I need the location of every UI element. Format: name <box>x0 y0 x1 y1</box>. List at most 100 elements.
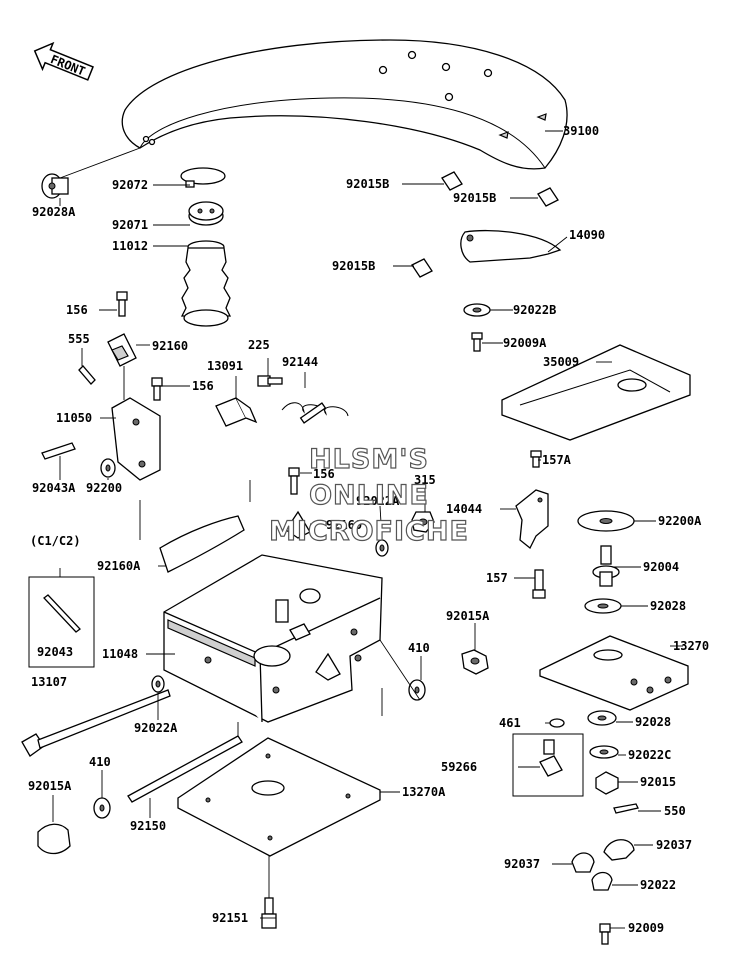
label-92037-a: 92037 <box>656 838 692 852</box>
part-92037-a <box>603 839 635 861</box>
label-410-b: 410 <box>89 755 111 769</box>
label-13270A: 13270A <box>402 785 446 799</box>
label-92009A: 92009A <box>503 336 547 350</box>
label-92071: 92071 <box>112 218 148 232</box>
label-92015: 92015 <box>640 775 676 789</box>
label-555: 555 <box>68 332 90 346</box>
label-11048: 11048 <box>102 647 138 661</box>
part-labels: 39100 92028A 92072 92071 11012 156 92015… <box>28 124 709 935</box>
part-92015A-nut-mid <box>461 649 489 675</box>
part-11012 <box>180 240 232 327</box>
part-92144 <box>281 402 349 424</box>
part-156-bolt-c <box>288 467 300 495</box>
part-92028A <box>41 173 69 199</box>
part-92200A <box>577 510 635 532</box>
label-92028-b: 92028 <box>635 715 671 729</box>
label-92043: 92043 <box>37 645 73 659</box>
label-157: 157 <box>486 571 508 585</box>
label-92160A: 92160A <box>97 559 141 573</box>
label-157A: 157A <box>542 453 572 467</box>
part-13107 <box>21 689 171 757</box>
label-variant: (C1/C2) <box>30 534 81 548</box>
label-156-a: 156 <box>66 303 88 317</box>
part-11050 <box>111 397 161 481</box>
label-92150: 92150 <box>130 819 166 833</box>
part-92071 <box>188 201 224 226</box>
part-92043 <box>43 594 81 633</box>
part-92015 <box>595 771 619 795</box>
part-92160-clamp-a <box>107 333 137 367</box>
label-92160-b: 92160 <box>326 518 362 532</box>
part-13270A <box>177 737 381 857</box>
label-11050: 11050 <box>56 411 92 425</box>
label-13107: 13107 <box>31 675 67 689</box>
part-156-bolt-b <box>151 377 163 401</box>
part-35009 <box>501 344 691 441</box>
label-92043A: 92043A <box>32 481 76 495</box>
label-92022B: 92022B <box>513 303 556 317</box>
part-92015B-clip-3 <box>411 258 433 278</box>
part-92015B-clip-1 <box>441 171 463 191</box>
label-92160-a: 92160 <box>152 339 188 353</box>
part-225 <box>257 375 283 387</box>
label-156-b: 156 <box>192 379 214 393</box>
part-92150 <box>127 735 243 803</box>
part-92037-b <box>571 852 595 873</box>
label-315: 315 <box>414 473 436 487</box>
kit-box <box>512 733 584 797</box>
part-92151 <box>261 897 277 929</box>
part-92004 <box>592 545 620 587</box>
part-92015A-nut-bottom <box>37 823 71 855</box>
part-550 <box>613 803 639 814</box>
label-92072: 92072 <box>112 178 148 192</box>
part-157A <box>530 450 542 468</box>
label-92028A: 92028A <box>32 205 76 219</box>
label-92015B-2: 92015B <box>453 191 496 205</box>
part-92028-washer-a <box>584 598 622 614</box>
label-92009: 92009 <box>628 921 664 935</box>
label-92022: 92022 <box>640 878 676 892</box>
label-92022C: 92022C <box>628 748 671 762</box>
part-410-washer-a <box>408 679 426 701</box>
label-92200A: 92200A <box>658 514 702 528</box>
label-92015A-mid: 92015A <box>446 609 490 623</box>
part-14044 <box>515 489 549 550</box>
label-92028-a: 92028 <box>650 599 686 613</box>
label-92004: 92004 <box>643 560 679 574</box>
variant-box <box>28 576 95 668</box>
watermark: HLSM'S ONLINE MICROFICHE <box>268 443 469 547</box>
watermark-line-3: MICROFICHE <box>269 516 469 547</box>
label-92015A-bottom: 92015A <box>28 779 72 793</box>
part-92022B <box>463 303 491 317</box>
part-92009A <box>471 332 483 352</box>
part-92160A <box>159 515 245 573</box>
label-92022A-top: 92022A <box>356 494 400 508</box>
part-92028-washer-b <box>587 710 617 726</box>
part-92009 <box>599 923 611 945</box>
label-550: 550 <box>664 804 686 818</box>
part-13091 <box>215 397 258 427</box>
label-92200: 92200 <box>86 481 122 495</box>
label-92015B-3: 92015B <box>332 259 375 273</box>
part-410-washer-b <box>93 797 111 819</box>
label-92144: 92144 <box>282 355 318 369</box>
label-59266: 59266 <box>441 760 477 774</box>
part-59266 <box>539 739 563 777</box>
label-14090: 14090 <box>569 228 605 242</box>
part-156-bolt-a <box>116 291 128 317</box>
handle-pole-cover <box>121 39 568 170</box>
label-35009: 35009 <box>543 355 579 369</box>
label-225: 225 <box>248 338 270 352</box>
label-92151: 92151 <box>212 911 248 925</box>
label-14044: 14044 <box>446 502 482 516</box>
part-13270 <box>539 635 689 711</box>
label-92037-b: 92037 <box>504 857 540 871</box>
part-92072 <box>180 167 226 188</box>
label-11012: 11012 <box>112 239 148 253</box>
part-555 <box>78 365 96 385</box>
part-92160-clamp-b <box>285 510 311 539</box>
part-92022C <box>589 745 619 759</box>
label-13091: 13091 <box>207 359 243 373</box>
front-arrow: FRONT <box>33 41 94 81</box>
